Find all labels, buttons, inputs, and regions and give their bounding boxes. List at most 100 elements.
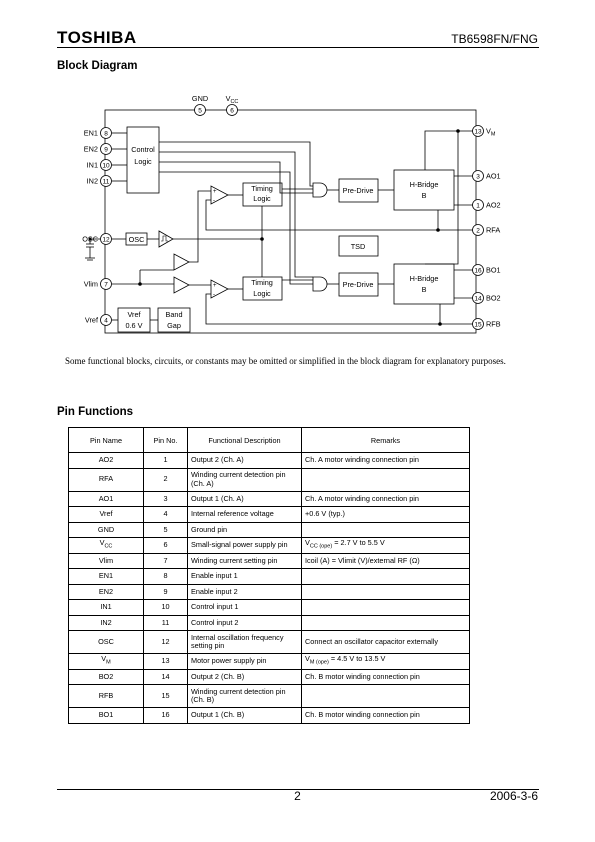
pin-description-cell: Output 2 (Ch. B) [187, 668, 302, 685]
pin-description-cell: Winding current setting pin [187, 552, 302, 569]
pin-label: IN1 [87, 161, 98, 170]
pin-label: BO1 [486, 266, 501, 275]
pin-remarks-cell [301, 684, 470, 708]
pin-name-cell: RFA [68, 467, 144, 492]
pin-number: 7 [104, 282, 108, 289]
pin-remarks-cell [301, 583, 470, 600]
pin-name-cell: GND [68, 521, 144, 538]
pin-no-cell: 1 [143, 452, 188, 469]
pin-remarks-cell: Icoil (A) = Vlimit (V)/external RF (Ω) [301, 552, 470, 569]
pin-number: 8 [104, 131, 108, 138]
pin-number: 15 [474, 322, 482, 329]
pin-label: OSC [82, 235, 98, 244]
pin-number: 12 [102, 237, 110, 244]
pin-label: RFB [486, 320, 501, 329]
pin-name-cell: OSC [68, 630, 144, 654]
pin-description-cell: Enable input 1 [187, 568, 302, 585]
pin-label: AO2 [486, 201, 501, 210]
pin-remarks-cell [301, 599, 470, 616]
pin-description-cell: Winding current detection pin (Ch. A) [187, 467, 302, 492]
pin-remarks-cell [301, 614, 470, 631]
pin-1-circle [472, 199, 484, 211]
pin-number: 16 [474, 268, 482, 275]
pin-2-circle [472, 224, 484, 236]
pin-6-circle [226, 104, 238, 116]
pin-description-cell: Ground pin [187, 521, 302, 538]
col-functional-description: Functional Description [187, 427, 302, 453]
pin-description-cell: Winding current detection pin (Ch. B) [187, 684, 302, 708]
hbridge-a-label-1: H-Bridge [410, 180, 439, 189]
pin-7-circle [100, 278, 112, 290]
pin-name-cell: AO1 [68, 490, 144, 507]
pin-8-circle [100, 127, 112, 139]
pin-16-circle [472, 264, 484, 276]
tsd-label: TSD [351, 242, 366, 251]
pin-no-cell: 3 [143, 490, 188, 507]
pin-number: 1 [476, 203, 480, 210]
pin-label: EN1 [84, 129, 98, 138]
pin-name-cell: EN1 [68, 568, 144, 585]
pin-label: GND [192, 94, 208, 103]
comparator-a-plus: + [213, 189, 217, 195]
pin-label: AO1 [486, 172, 501, 181]
pin-13-circle [472, 125, 484, 137]
block-diagram-heading: Block Diagram [57, 60, 138, 72]
pin-no-cell: 8 [143, 568, 188, 585]
comparator-a-minus: - [213, 198, 215, 204]
pin-no-cell: 14 [143, 668, 188, 685]
pin-description-cell: Output 1 (Ch. B) [187, 707, 302, 724]
pin-label: EN2 [84, 145, 98, 154]
pre-drive-a-label: Pre-Drive [343, 186, 374, 195]
pin-11-circle [100, 175, 112, 187]
pin-no-cell: 11 [143, 614, 188, 631]
pin-no-cell: 9 [143, 583, 188, 600]
block-diagram: Control Logic Timing Logic Timing Logic … [82, 94, 501, 334]
pin-12-circle [100, 233, 112, 245]
pin-no-cell: 6 [143, 537, 188, 554]
pin-name-cell: AO2 [68, 452, 144, 469]
pin-no-cell: 2 [143, 467, 188, 492]
pin-label: Vref [85, 316, 99, 325]
hbridge-b-label-2: B [422, 285, 427, 294]
diagram-note: Some functional blocks, circuits, or con… [65, 356, 506, 366]
footer-rule [57, 789, 539, 790]
pin-name-cell: IN1 [68, 599, 144, 616]
document-date: 2006-3-6 [489, 789, 538, 803]
pin-number: 5 [198, 108, 202, 115]
pin-name-cell: BO2 [68, 668, 144, 685]
col-remarks: Remarks [301, 427, 470, 453]
pin-description-cell: Motor power supply pin [187, 653, 302, 670]
timing-logic-b-label-2: Logic [253, 289, 271, 298]
square-wave-icon [161, 235, 168, 242]
timing-logic-a-label-2: Logic [253, 194, 271, 203]
pin-description-cell: Internal reference voltage [187, 506, 302, 523]
pin-number: 14 [474, 296, 482, 303]
pin-label: RFA [486, 226, 500, 235]
pin-number: 11 [103, 179, 110, 186]
pin-no-cell: 5 [143, 521, 188, 538]
part-number: TB6598FN/FNG [451, 32, 538, 46]
col-pin-no: Pin No. [143, 427, 188, 453]
pin-label: BO2 [486, 294, 501, 303]
pin-name-cell: Vlim [68, 552, 144, 569]
pin-5-circle [194, 104, 206, 116]
pin-remarks-cell: +0.6 V (typ.) [301, 506, 470, 523]
pin-no-cell: 4 [143, 506, 188, 523]
hbridge-a-label-2: B [422, 191, 427, 200]
pin-number: 6 [230, 108, 234, 115]
table-header-row: Pin Name Pin No. Functional Description … [68, 427, 470, 453]
vref-block-label-2: 0.6 V [125, 321, 142, 330]
pin-functions-heading: Pin Functions [57, 406, 134, 418]
